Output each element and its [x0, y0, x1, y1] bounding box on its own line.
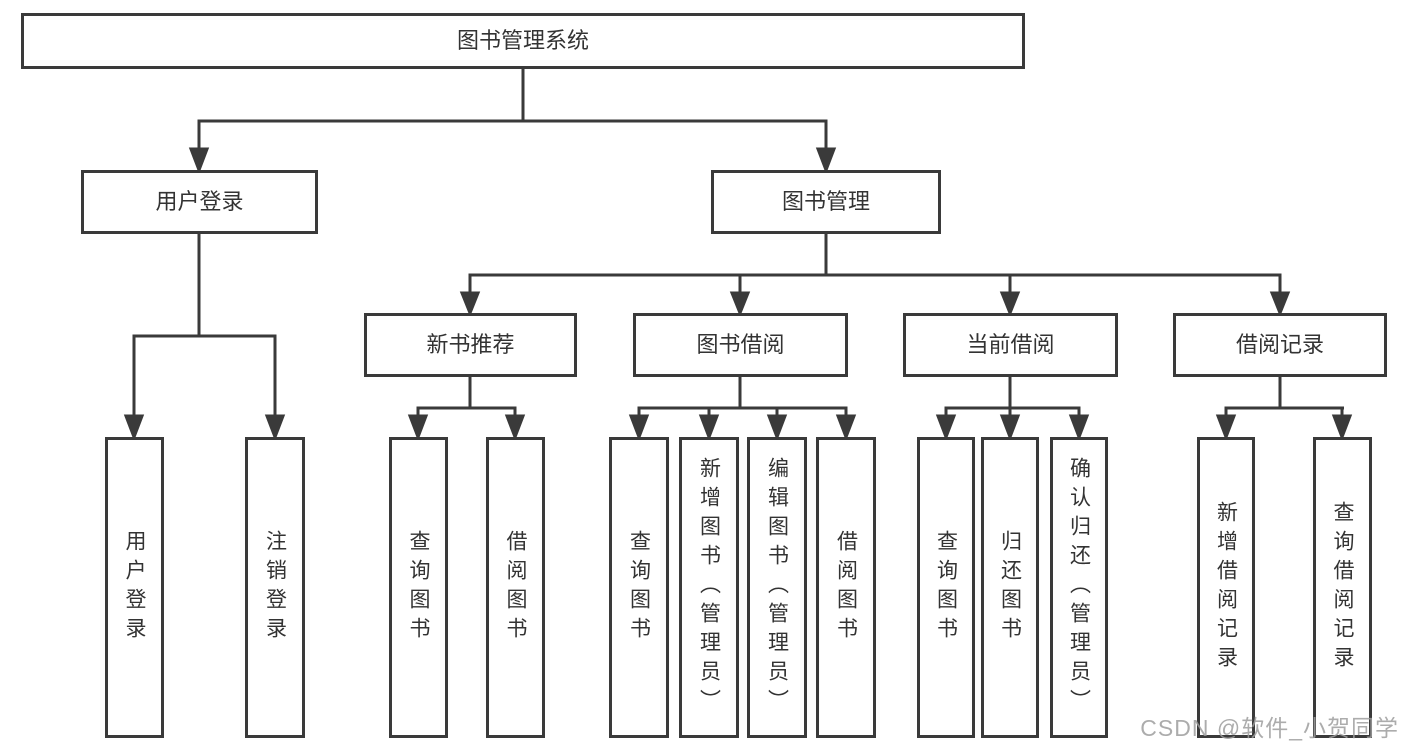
leaf-query-books-current: 查询图书	[917, 437, 975, 738]
leaf-confirm-return-admin: 确认归还（管理员）	[1050, 437, 1108, 738]
leaf-borrow-books-recommend: 借阅图书	[486, 437, 545, 738]
watermark: CSDN @软件_小贺同学	[1140, 715, 1399, 741]
leaf-edit-book-admin: 编辑图书（管理员）	[747, 437, 807, 738]
node-current-borrowing: 当前借阅	[903, 313, 1118, 377]
leaf-add-borrow-record: 新增借阅记录	[1197, 437, 1255, 738]
leaf-query-books-borrowing: 查询图书	[609, 437, 669, 738]
leaf-borrow-books: 借阅图书	[816, 437, 876, 738]
node-new-book-recommend: 新书推荐	[364, 313, 577, 377]
node-user-login: 用户登录	[81, 170, 318, 234]
node-library-management-system: 图书管理系统	[21, 13, 1025, 69]
leaf-logout: 注销登录	[245, 437, 305, 738]
node-book-management: 图书管理	[711, 170, 941, 234]
leaf-add-book-admin: 新增图书（管理员）	[679, 437, 739, 738]
node-book-borrowing: 图书借阅	[633, 313, 848, 377]
leaf-query-borrow-record: 查询借阅记录	[1313, 437, 1372, 738]
leaf-user-login: 用户登录	[105, 437, 164, 738]
leaf-query-books-recommend: 查询图书	[389, 437, 448, 738]
leaf-return-books: 归还图书	[981, 437, 1039, 738]
node-borrowing-records: 借阅记录	[1173, 313, 1387, 377]
